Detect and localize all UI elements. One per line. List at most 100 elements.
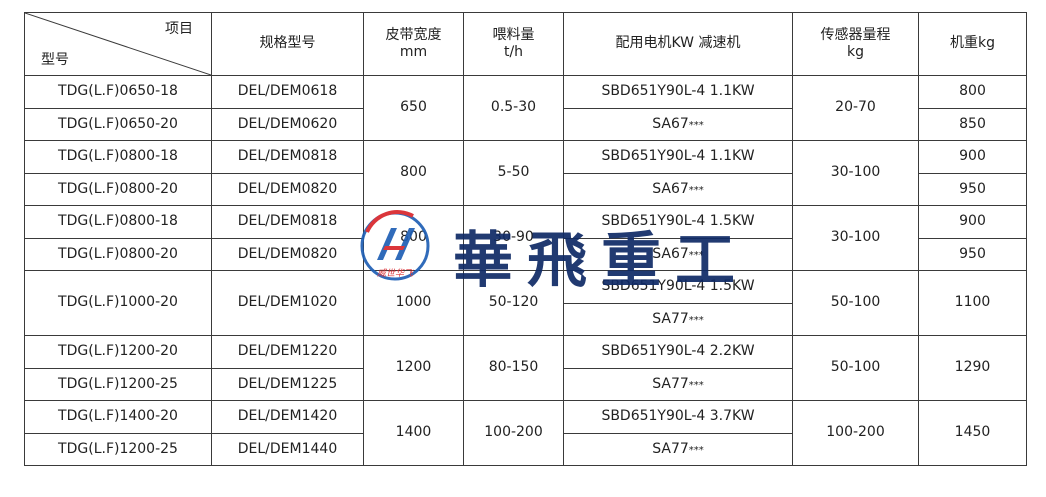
sensor-cell: 50-100 — [792, 335, 919, 401]
table-row: TDG(L.F)0800-18 DEL/DEM0818 800 30-90 SB… — [24, 205, 1027, 271]
table-row: SA77*** — [25, 302, 1027, 336]
feed-label: 喂料量 — [492, 26, 535, 43]
weight-cell: 1100 — [918, 270, 1027, 336]
weight-cell: 1450 — [918, 400, 1027, 466]
spec-cell: DEL/DEM1225 — [211, 367, 364, 401]
reducer-stars: *** — [688, 444, 704, 456]
table-row: TDG(L.F)1200-25 DEL/DEM1225 SA77*** — [24, 367, 1027, 401]
corner-header-cell: 项目 型号 — [24, 12, 212, 76]
sensor-cell: 50-100 — [792, 270, 919, 336]
motor-header: 配用电机KW 减速机 — [563, 12, 793, 76]
diagonal-line — [25, 13, 211, 75]
feed-cell: 30-90 — [463, 205, 564, 271]
motor-cell: SBD651Y90L-4 1.5KW — [563, 205, 793, 239]
spec-cell: DEL/DEM0618 — [211, 75, 364, 109]
table-row: TDG(L.F)1000-20 DEL/DEM1020 1000 50-120 … — [24, 270, 1027, 336]
table-row: TDG(L.F)1400-20 DEL/DEM1420 1400 100-200… — [24, 400, 1027, 466]
reducer-label: SA77 — [652, 440, 689, 457]
belt-width-cell: 1400 — [363, 400, 464, 466]
sensor-unit: kg — [847, 44, 864, 60]
sensor-cell: 30-100 — [792, 205, 919, 271]
table-row: TDG(L.F)0800-18 DEL/DEM0818 800 5-50 SBD… — [24, 140, 1027, 206]
model-cell: TDG(L.F)0650-20 — [24, 107, 212, 141]
model-cell: TDG(L.F)0650-18 — [24, 75, 212, 109]
feed-header: 喂料量 t/h — [463, 12, 564, 76]
reducer-label: SA77 — [652, 375, 689, 392]
model-cell: TDG(L.F)0800-20 — [24, 237, 212, 271]
reducer-label: SA67 — [652, 180, 689, 197]
belt-width-header: 皮带宽度 mm — [363, 12, 464, 76]
spec-cell: DEL/DEM1420 — [211, 400, 364, 434]
weight-cell: 950 — [918, 172, 1027, 206]
belt-width-cell: 1000 — [363, 270, 464, 336]
belt-width-unit: mm — [399, 44, 428, 60]
feed-cell: 5-50 — [463, 140, 564, 206]
model-cell: TDG(L.F)1200-20 — [24, 335, 212, 369]
spec-cell: DEL/DEM0820 — [211, 172, 364, 206]
belt-width-cell: 650 — [363, 75, 464, 141]
motor-cell: SBD651Y90L-4 1.1KW — [563, 140, 793, 174]
belt-width-cell: 1200 — [363, 335, 464, 401]
weight-cell: 850 — [918, 107, 1027, 141]
corner-model-label: 型号 — [41, 51, 69, 68]
reducer-cell: SA77*** — [563, 367, 793, 401]
feed-cell: 80-150 — [463, 335, 564, 401]
spec-cell: DEL/DEM0818 — [211, 140, 364, 174]
reducer-stars: *** — [688, 119, 704, 131]
table-row: TDG(L.F)0800-20 DEL/DEM0820 SA67*** 950 — [24, 172, 1027, 206]
belt-width-cell: 800 — [363, 205, 464, 271]
feed-cell: 100-200 — [463, 400, 564, 466]
weight-cell: 900 — [918, 205, 1027, 239]
reducer-stars: *** — [688, 249, 704, 261]
reducer-stars: *** — [688, 314, 704, 326]
model-cell: TDG(L.F)1000-20 — [24, 270, 212, 336]
feed-cell: 50-120 — [463, 270, 564, 336]
weight-header: 机重kg — [918, 12, 1027, 76]
reducer-stars: *** — [688, 184, 704, 196]
motor-cell: SBD651Y90L-4 3.7KW — [563, 400, 793, 434]
spec-cell: DEL/DEM1440 — [211, 432, 364, 466]
model-cell: TDG(L.F)1200-25 — [24, 367, 212, 401]
feed-cell: 0.5-30 — [463, 75, 564, 141]
motor-cell: SBD651Y90L-4 1.1KW — [563, 75, 793, 109]
header-row: 项目 型号 规格型号 皮带宽度 mm 喂料量 t/h 配用电机KW 减速机 传感… — [24, 12, 1027, 76]
sensor-cell: 30-100 — [792, 140, 919, 206]
weight-cell: 1290 — [918, 335, 1027, 401]
feed-unit: t/h — [503, 44, 524, 60]
table-row: TDG(L.F)1200-25 DEL/DEM1440 SA77*** — [24, 432, 1027, 466]
model-cell: TDG(L.F)0800-20 — [24, 172, 212, 206]
motor-cell: SBD651Y90L-4 2.2KW — [563, 335, 793, 369]
reducer-cell: SA67*** — [563, 237, 793, 271]
spec-header: 规格型号 — [211, 12, 364, 76]
reducer-stars: *** — [688, 379, 704, 391]
belt-width-label: 皮带宽度 — [385, 26, 442, 43]
reducer-cell: SA77*** — [563, 302, 793, 336]
spec-table: 项目 型号 规格型号 皮带宽度 mm 喂料量 t/h 配用电机KW 减速机 传感… — [24, 12, 1027, 466]
model-cell: TDG(L.F)0800-18 — [24, 140, 212, 174]
reducer-label: SA67 — [652, 115, 689, 132]
spec-cell: DEL/DEM0820 — [211, 237, 364, 271]
table-row: TDG(L.F)1200-20 DEL/DEM1220 1200 80-150 … — [24, 335, 1027, 401]
spec-cell: DEL/DEM0620 — [211, 107, 364, 141]
model-cell: TDG(L.F)0800-18 — [24, 205, 212, 239]
reducer-cell: SA77*** — [563, 432, 793, 466]
reducer-label: SA77 — [652, 310, 689, 327]
sensor-cell: 100-200 — [792, 400, 919, 466]
model-cell: TDG(L.F)1200-25 — [24, 432, 212, 466]
reducer-cell: SA67*** — [563, 172, 793, 206]
spec-cell: DEL/DEM1020 — [211, 270, 364, 336]
reducer-label: SA67 — [652, 245, 689, 262]
sensor-cell: 20-70 — [792, 75, 919, 141]
spec-cell: DEL/DEM1220 — [211, 335, 364, 369]
table-row: TDG(L.F)0650-18 DEL/DEM0618 650 0.5-30 S… — [24, 75, 1027, 141]
sensor-label: 传感器量程 — [820, 26, 891, 43]
reducer-cell: SA67*** — [563, 107, 793, 141]
spec-cell: DEL/DEM0818 — [211, 205, 364, 239]
weight-cell: 900 — [918, 140, 1027, 174]
model-cell: TDG(L.F)1400-20 — [24, 400, 212, 434]
sensor-header: 传感器量程 kg — [792, 12, 919, 76]
weight-cell: 800 — [918, 75, 1027, 109]
motor-cell: SBD651Y90L-4 1.5KW — [563, 270, 793, 304]
belt-width-cell: 800 — [363, 140, 464, 206]
corner-item-label: 项目 — [165, 21, 193, 37]
